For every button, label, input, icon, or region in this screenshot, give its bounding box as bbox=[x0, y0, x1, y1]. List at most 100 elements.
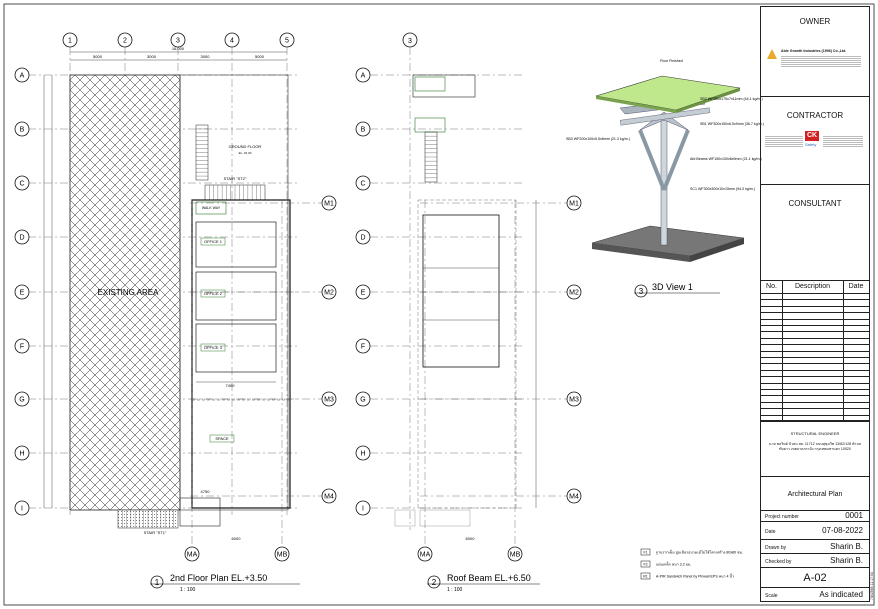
p1-row-bubble-F: F bbox=[14, 338, 30, 354]
title-block: OWNER Able Growth Industries (1996) Co.,… bbox=[760, 6, 870, 602]
view3d-label-1: SB2 WF250x175x7x11mm (44.1 kg/m.) bbox=[700, 97, 763, 101]
svg-text:B: B bbox=[361, 127, 366, 134]
svg-text:M1: M1 bbox=[324, 201, 334, 208]
existing-area-hatch bbox=[69, 74, 181, 511]
ground-floor-label: GROUND FLOOR bbox=[229, 144, 262, 149]
dim-4750: 4750 bbox=[201, 489, 211, 494]
legend-text-R1: A-PIR Sandwich Panel by Pinwall EPS หนา … bbox=[656, 574, 734, 579]
office-3-outline bbox=[195, 323, 277, 373]
svg-text:M3: M3 bbox=[569, 397, 579, 404]
svg-text:2: 2 bbox=[432, 578, 437, 587]
p1-row-bubble-A: A bbox=[14, 67, 30, 83]
svg-text:M4: M4 bbox=[324, 494, 334, 501]
p2-row-bubble-D: D bbox=[355, 229, 371, 245]
drawn-by-row: Drawn by Sharin B. bbox=[761, 540, 869, 554]
p2-row-bubble-C: C bbox=[355, 175, 371, 191]
p1-mrow-M4: M4 bbox=[321, 488, 337, 504]
svg-text:H: H bbox=[19, 451, 24, 458]
engineer-text: นาย ชลวิทย์ บัวสม สย. 11712 ถนนสุขุมวิท … bbox=[769, 442, 861, 451]
svg-text:H: H bbox=[360, 451, 365, 458]
svg-text:1: 1 bbox=[68, 38, 72, 45]
svg-text:MB: MB bbox=[277, 552, 288, 559]
plan1-scale: 1 : 100 bbox=[180, 587, 196, 593]
p1-mcol-MB: MB bbox=[274, 546, 290, 562]
drawing-title: Architectural Plan bbox=[787, 491, 843, 498]
legend-key-F1: F1 bbox=[643, 551, 647, 555]
p2-row-bubble-G: G bbox=[355, 391, 371, 407]
svg-text:I: I bbox=[362, 506, 364, 513]
dim-col-2: 3000 bbox=[201, 54, 211, 59]
view3d-label-0: Floor Finished bbox=[660, 59, 683, 63]
p2-row-bubble-B: B bbox=[355, 121, 371, 137]
p1-row-bubble-G: G bbox=[14, 391, 30, 407]
svg-text:MB: MB bbox=[510, 552, 521, 559]
p2-mrow-M3: M3 bbox=[566, 391, 582, 407]
p1-col-bubble-2: 2 bbox=[117, 32, 133, 48]
contractor-cell: CONTRACTOR CK Safety bbox=[761, 97, 869, 185]
p2-row-bubble-F: F bbox=[355, 338, 371, 354]
plan2-title: Roof Beam EL.+6.50 bbox=[447, 573, 531, 583]
p1-col-bubble-1: 1 bbox=[62, 32, 78, 48]
owner-address-lines bbox=[781, 55, 861, 67]
svg-text:1: 1 bbox=[155, 578, 160, 587]
view3d-label-4: Afd Beams WF150x100x6x9mm (21.1 kg/m.) bbox=[690, 157, 762, 161]
consultant-label: CONSULTANT bbox=[788, 199, 842, 208]
svg-text:M2: M2 bbox=[569, 290, 579, 297]
p1-row-bubble-E: E bbox=[14, 284, 30, 300]
svg-text:MA: MA bbox=[420, 552, 431, 559]
landing bbox=[179, 497, 221, 527]
roof-beam-outline bbox=[422, 214, 500, 368]
view3d-label-2: SB1 WF300x150x6.5x9mm (36.7 kg/m.) bbox=[700, 122, 764, 126]
p1-mrow-M3: M3 bbox=[321, 391, 337, 407]
p1-col-bubble-5: 5 bbox=[279, 32, 295, 48]
stair-st2-label: STAIR "ST2" bbox=[224, 176, 247, 181]
plan1-title-bubble bbox=[150, 575, 164, 589]
svg-text:I: I bbox=[21, 506, 23, 513]
svg-text:G: G bbox=[19, 397, 24, 404]
legend-key-R1: R1 bbox=[643, 575, 648, 579]
svg-text:D: D bbox=[360, 235, 365, 242]
p2-row-bubble-H: H bbox=[355, 445, 371, 461]
owner-cell: OWNER Able Growth Industries (1996) Co.,… bbox=[761, 7, 869, 97]
svg-text:A: A bbox=[20, 73, 25, 80]
stair-st1-label: STAIR "ST1" bbox=[144, 530, 167, 535]
p2-mrow-M2: M2 bbox=[566, 284, 582, 300]
view3d-label-3: SB3 WF200x100x5.5x8mm (21.3 kg/m.) bbox=[566, 137, 630, 141]
scale-row: Scale As indicated bbox=[765, 590, 863, 599]
p1-row-bubble-D: D bbox=[14, 229, 30, 245]
p2-mcol-MB: MB bbox=[507, 546, 523, 562]
p1-row-bubble-H: H bbox=[14, 445, 30, 461]
rev-header-2: Date bbox=[848, 283, 864, 290]
date-value: 07-08-2022 bbox=[822, 526, 863, 535]
contractor-text-lines-2 bbox=[823, 135, 863, 147]
room-label-0: OFFICE 1 bbox=[204, 239, 223, 244]
svg-text:F: F bbox=[20, 344, 24, 351]
p1-mcol-MA: MA bbox=[184, 546, 200, 562]
project-number-row: Project number 0001 bbox=[761, 511, 869, 522]
owner-logo-icon bbox=[767, 49, 777, 59]
consultant-cell: CONSULTANT bbox=[761, 185, 869, 281]
svg-text:M2: M2 bbox=[324, 290, 334, 297]
drawn-by-value: Sharin B. bbox=[830, 542, 863, 551]
view3d-title: 3D View 1 bbox=[652, 282, 693, 292]
p1-row-bubble-B: B bbox=[14, 121, 30, 137]
dim-col-3: 5000 bbox=[255, 54, 265, 59]
checked-by-value: Sharin B. bbox=[830, 556, 863, 565]
dim-total: 16,000 bbox=[172, 46, 185, 51]
floor-finished-deck bbox=[595, 75, 741, 111]
scale-value: As indicated bbox=[819, 590, 863, 599]
svg-text:2: 2 bbox=[123, 38, 127, 45]
p1-col-bubble-4: 4 bbox=[224, 32, 240, 48]
svg-text:M4: M4 bbox=[569, 494, 579, 501]
structural-label: STRUCTURAL ENGINEER bbox=[790, 431, 840, 436]
legend-text-F2: แผ่นเหล็ก หนา 3.2 มม. bbox=[656, 561, 691, 567]
svg-text:3: 3 bbox=[408, 38, 412, 45]
room-label-3: SPACE bbox=[215, 436, 229, 441]
owner-company: Able Growth Industries (1996) Co.,Ltd. bbox=[781, 49, 847, 53]
dim-7400: 7400 bbox=[226, 383, 236, 388]
structural-engineer-cell: STRUCTURAL ENGINEER นาย ชลวิทย์ บัวสม สย… bbox=[761, 421, 869, 477]
